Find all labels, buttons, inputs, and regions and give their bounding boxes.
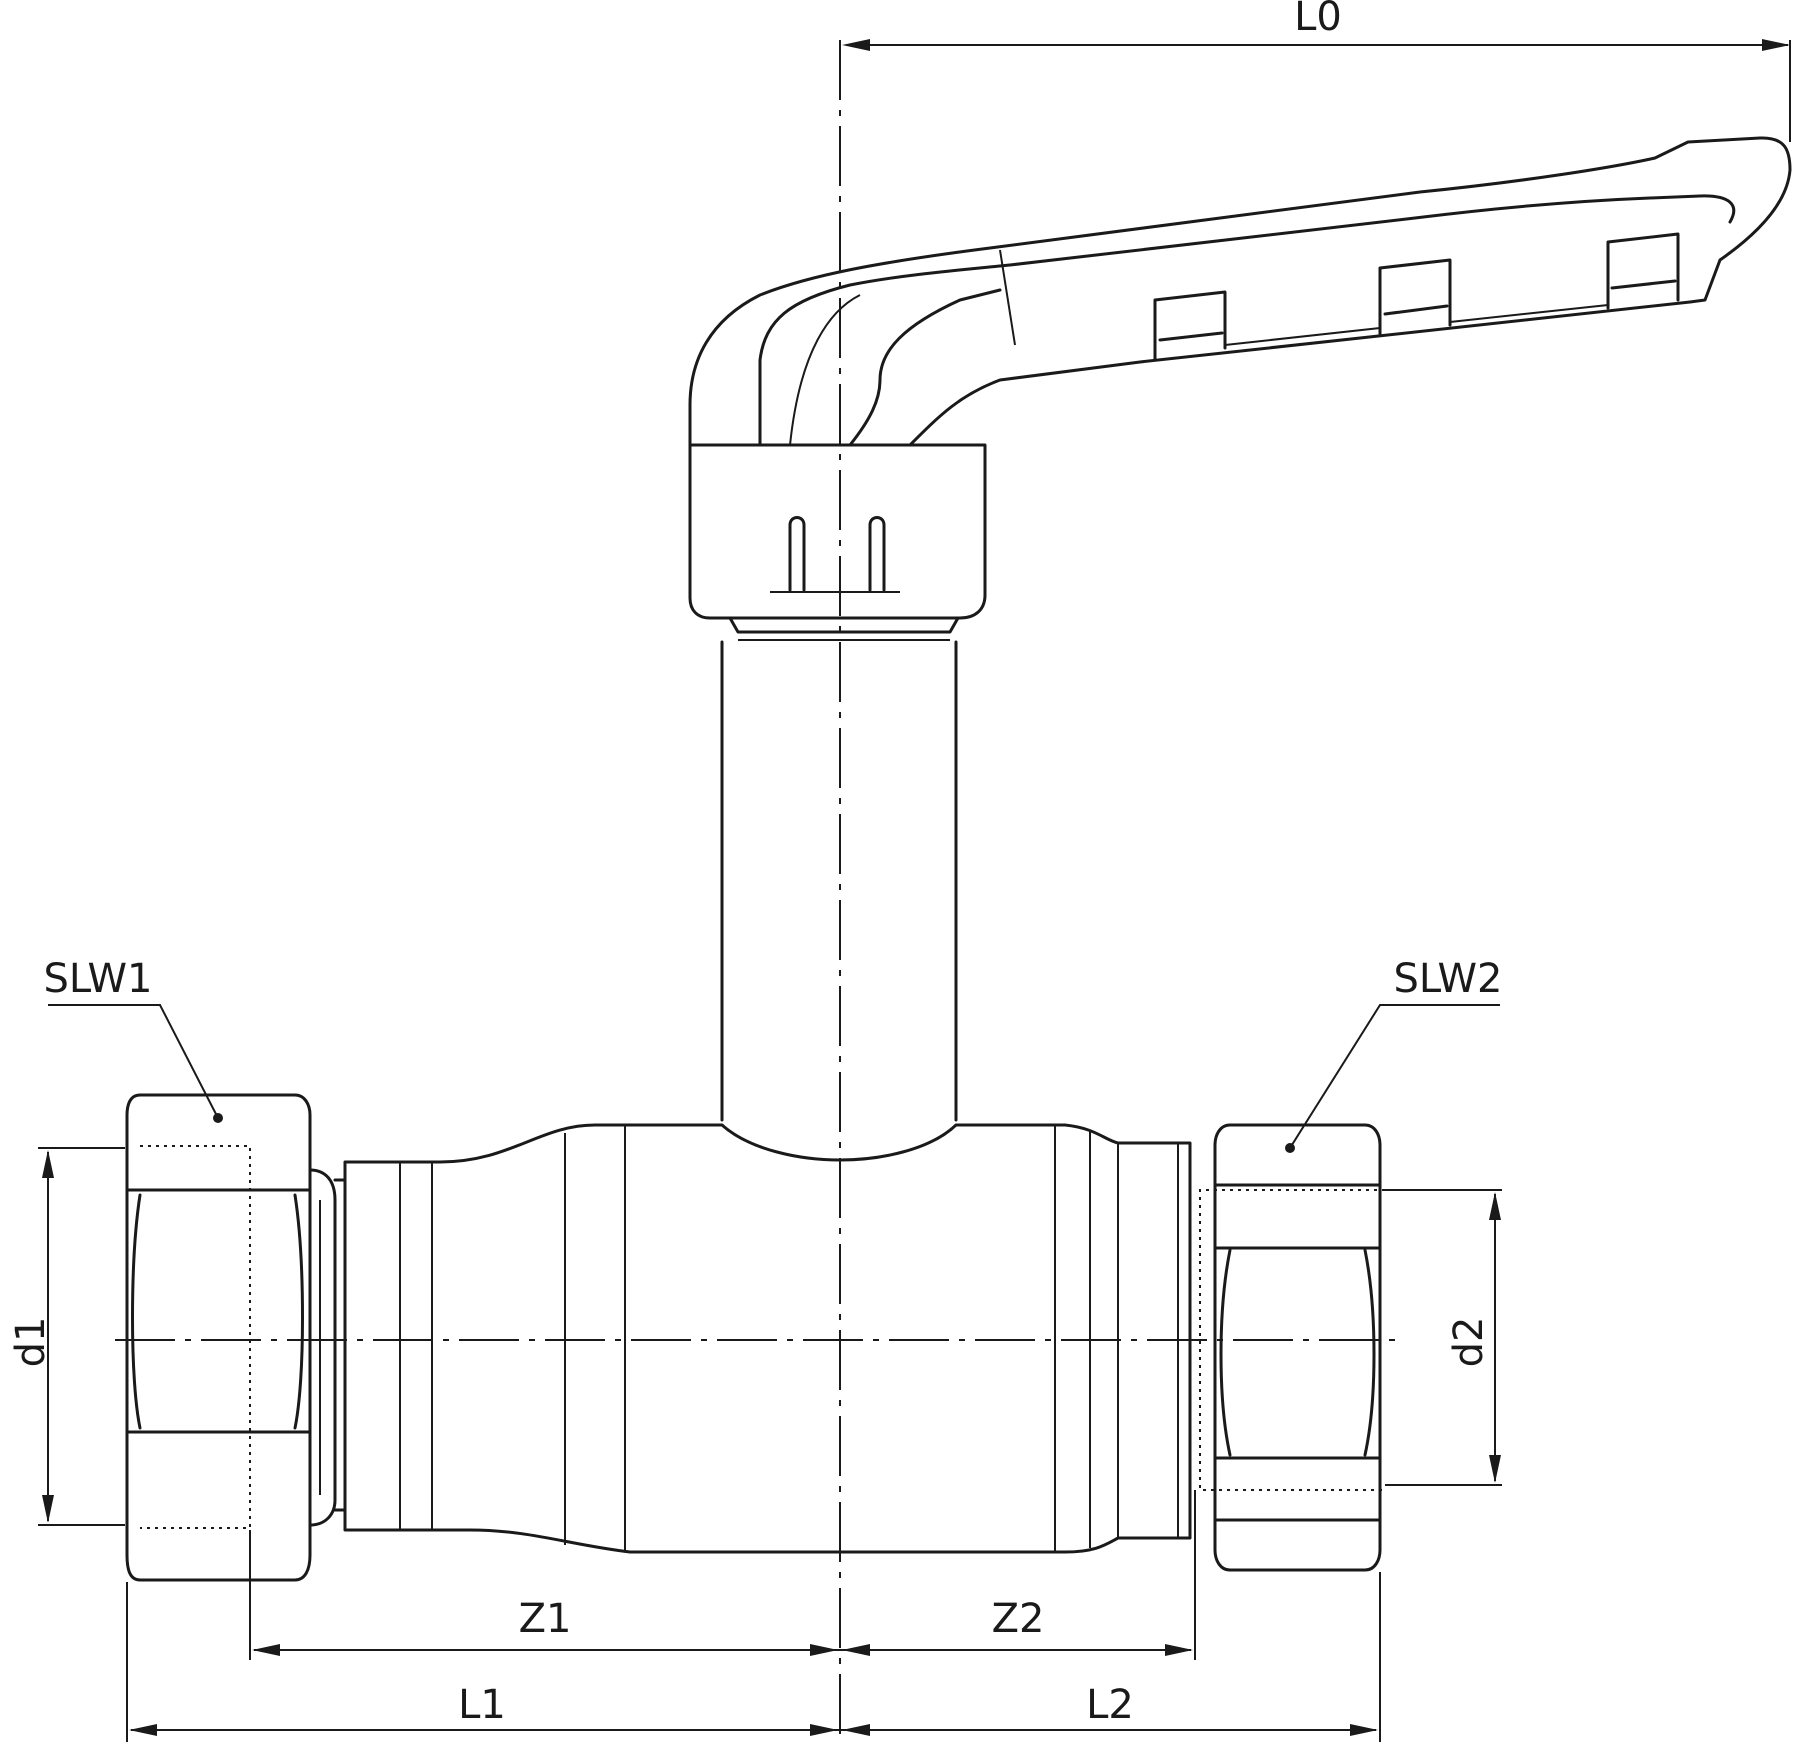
label-slw2: SLW2	[1393, 956, 1502, 1002]
valve-stem	[720, 616, 960, 1122]
label-z1: Z1	[519, 1596, 572, 1642]
union-nut-left	[125, 1093, 312, 1582]
label-l1: L1	[458, 1682, 506, 1728]
label-slw1: SLW1	[43, 956, 152, 1002]
label-d1: d1	[8, 1317, 54, 1368]
union-nut-right	[1199, 1123, 1385, 1572]
center-lines	[115, 40, 1405, 1742]
label-z2: Z2	[992, 1596, 1045, 1642]
valve-body	[308, 1123, 1192, 1554]
dimension-lines	[38, 39, 1791, 1742]
label-d2: d2	[1446, 1317, 1492, 1368]
label-l0: L0	[1294, 0, 1342, 40]
label-l2: L2	[1086, 1682, 1134, 1728]
dimension-labels: L0 SLW1 SLW2 Z1 Z2 L1 L2 d1 d2	[8, 0, 1503, 1728]
lever-handle	[688, 136, 1792, 447]
handle-hub	[688, 443, 987, 620]
